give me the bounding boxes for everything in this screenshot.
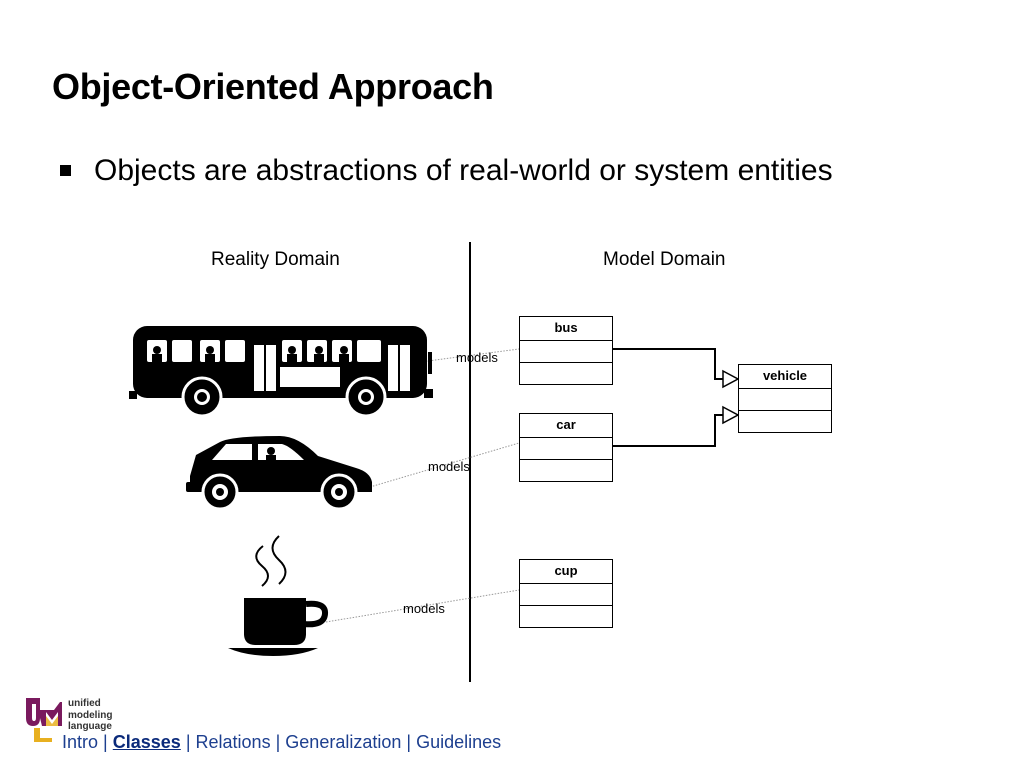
nav-separator: | [185,732,191,752]
generalization-lines [612,348,723,447]
footer-navigation: Intro | Classes | Relations | Generaliza… [62,732,501,753]
coffee-cup-icon [228,535,329,656]
nav-separator: | [406,732,412,752]
logo-line-language: language [68,721,112,732]
reality-domain-label: Reality Domain [211,249,340,270]
uml-logo-icon [26,698,62,742]
class-box-car[interactable]: car [519,413,613,482]
logo-line-modeling: modeling [68,709,113,721]
class-attributes-compartment [739,388,831,410]
cup-models-label: models [403,601,445,616]
bus-models-label: models [456,350,498,365]
class-attributes-compartment [520,583,612,605]
nav-link-classes[interactable]: Classes [112,732,181,752]
nav-separator: | [103,732,108,752]
square-bullet-icon [60,165,71,176]
car-icon [186,436,372,511]
class-operations-compartment [739,410,831,432]
class-name-vehicle: vehicle [762,368,808,383]
car-models-connector [369,442,520,488]
nav-separator: | [275,732,281,752]
nav-link-intro[interactable]: Intro [62,732,99,752]
class-operations-compartment [520,362,612,384]
class-operations-compartment [520,459,612,481]
generalization-arrow-icon [722,369,740,425]
models-connectors [325,348,520,623]
class-name-cup: cup [554,563,578,578]
nav-link-generalization[interactable]: Generalization [285,732,402,752]
class-name-bus: bus [554,320,578,335]
class-box-cup[interactable]: cup [519,559,613,628]
logo-line-unified: unified [68,698,101,709]
class-box-vehicle[interactable]: vehicle [738,364,832,433]
class-box-bus[interactable]: bus [519,316,613,385]
cup-models-connector [325,589,520,623]
bus-icon [129,326,433,418]
class-attributes-compartment [520,340,612,362]
domain-divider [469,242,471,682]
slide-title: Object-Oriented Approach [52,66,494,107]
bullet-text: Objects are abstractions of real-world o… [94,154,833,187]
uml-logo-text: unified modeling language [68,698,112,733]
class-operations-compartment [520,605,612,627]
nav-link-relations[interactable]: Relations [195,732,271,752]
class-attributes-compartment [520,437,612,459]
class-name-car: car [556,417,576,432]
car-models-label: models [428,459,470,474]
nav-link-guidelines[interactable]: Guidelines [416,732,502,752]
model-domain-label: Model Domain [603,249,726,270]
